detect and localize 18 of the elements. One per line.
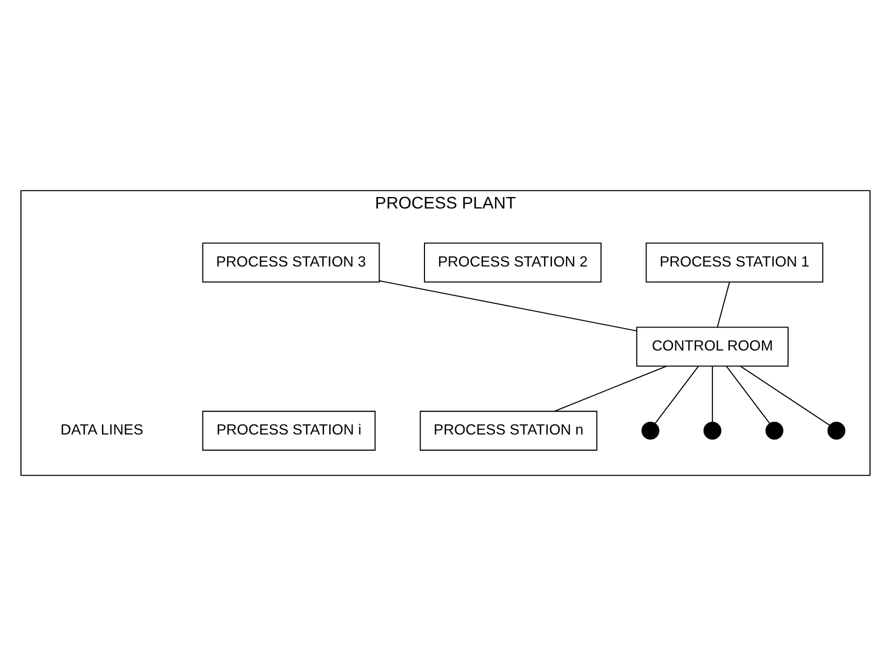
node-box: PROCESS STATION 3 <box>202 242 380 282</box>
node-circle <box>641 421 660 440</box>
node-box: PROCESS STATION 2 <box>424 242 602 282</box>
node-box: CONTROL ROOM <box>636 326 789 366</box>
connector <box>740 365 830 426</box>
node-box: PROCESS STATION n <box>420 410 598 450</box>
connector <box>716 282 730 327</box>
label: DATA LINES <box>60 422 144 438</box>
connector <box>654 366 699 424</box>
node-circle <box>765 421 784 440</box>
connector <box>379 280 637 331</box>
connector <box>726 366 770 424</box>
node-box: PROCESS STATION 1 <box>646 242 824 282</box>
connector <box>554 365 667 412</box>
node-circle <box>703 421 722 440</box>
connector <box>712 366 713 422</box>
node-circle <box>827 421 846 440</box>
node-box: PROCESS STATION i <box>202 410 376 450</box>
